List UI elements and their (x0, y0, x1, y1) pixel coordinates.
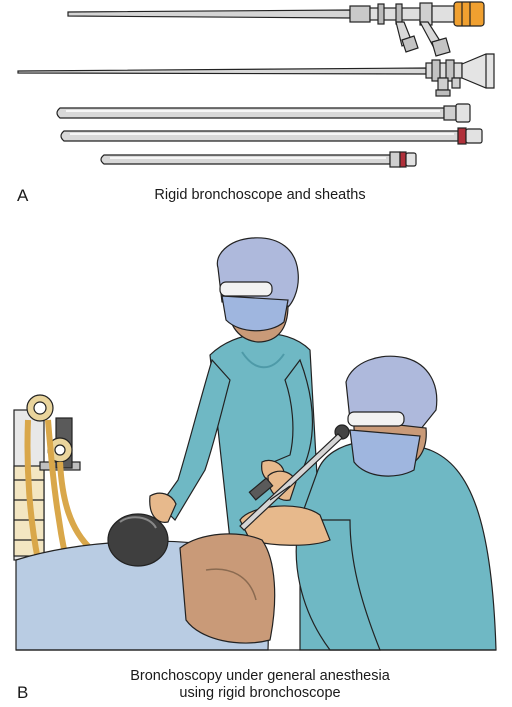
surgical-mask (221, 295, 289, 332)
caption-b-line-2: using rigid bronchoscope (179, 685, 341, 701)
rigid-telescope (17, 53, 495, 97)
panel-letter-a: A (17, 186, 29, 205)
sheath-medium (60, 127, 483, 145)
sheath-large (56, 103, 471, 123)
bronchoscope-in-use (239, 433, 343, 531)
sheath-small (100, 151, 417, 168)
rigid-bronchoscope-with-optics (67, 1, 485, 57)
caption-panel-b: Bronchoscopy under general anesthesia us… (40, 668, 480, 702)
patient-head (179, 533, 276, 644)
orange-eyepiece-cap (453, 1, 485, 27)
assistant-anesthetist (149, 237, 321, 541)
face-mask (107, 513, 169, 567)
patient (15, 513, 276, 651)
caption-panel-a: Rigid bronchoscope and sheaths (154, 187, 366, 203)
panel-letter-b: B (17, 683, 29, 702)
protective-goggles (219, 281, 273, 297)
surgical-mask (349, 429, 421, 477)
anesthesia-machine (13, 394, 95, 561)
red-band (399, 151, 407, 168)
caption-b-line-1: Bronchoscopy under general anesthesia (130, 668, 390, 684)
red-band (457, 127, 467, 145)
protective-goggles (347, 411, 405, 427)
